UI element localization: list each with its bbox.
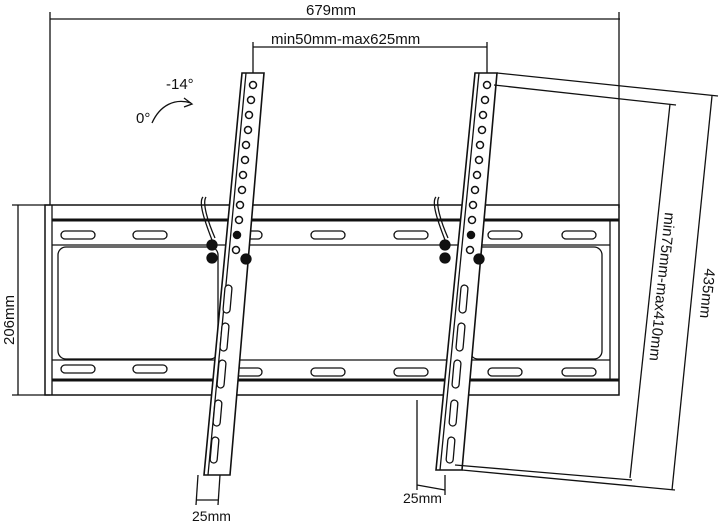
tilt-arrow-icon <box>151 97 194 124</box>
left-tv-arm <box>200 72 265 476</box>
overall-width-dimension <box>49 12 620 208</box>
vesa-vertical-dimension <box>454 84 677 481</box>
tilt-start-angle-label: 0° <box>136 110 150 127</box>
vesa-horizontal-label: min50mm-max625mm <box>271 31 420 48</box>
arm-height-label: 435mm <box>696 268 718 320</box>
plate-height-dimension <box>12 204 50 396</box>
left-profile-dimension <box>195 474 221 506</box>
right-tv-arm <box>433 72 498 471</box>
overall-width-label: 679mm <box>306 2 356 19</box>
tilt-end-angle-label: -14° <box>166 76 194 93</box>
right-profile-label: 25mm <box>403 490 442 506</box>
wall-plate <box>44 204 620 396</box>
right-profile-dimension <box>416 400 446 495</box>
vesa-horizontal-dimension <box>252 42 488 75</box>
left-profile-label: 25mm <box>192 508 231 524</box>
plate-height-label: 206mm <box>1 295 18 345</box>
arm-height-dimension <box>461 72 719 491</box>
